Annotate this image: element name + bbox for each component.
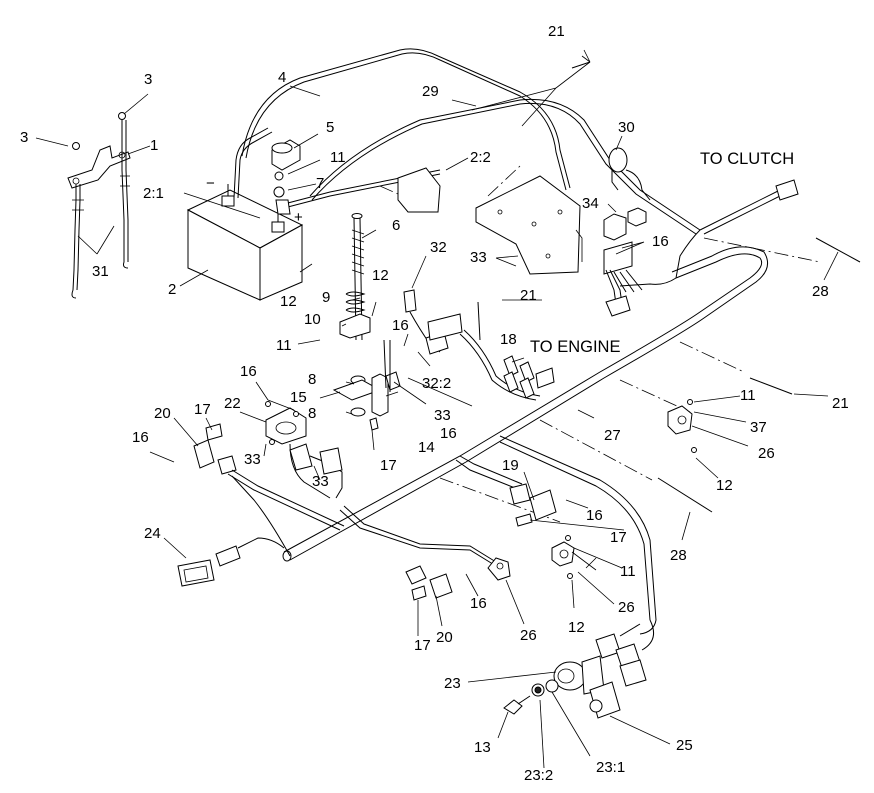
callout-27: 27 <box>604 427 621 444</box>
callout-34: 34 <box>582 195 599 212</box>
callout-11c: 11 <box>740 387 756 404</box>
callout-16a: 16 <box>240 363 257 380</box>
callout-8b: 8 <box>308 405 316 422</box>
part-2-2-cover-plate <box>397 167 441 213</box>
callout-21a: 21 <box>548 23 565 40</box>
mounting-bracket-panel <box>475 165 643 317</box>
callout-29: 29 <box>422 83 439 100</box>
part-25-switch <box>589 681 621 719</box>
callout-28a: 28 <box>812 283 829 300</box>
part-24-lamp <box>177 537 285 587</box>
harness-loop-4-29 <box>241 48 701 235</box>
part-30-horn <box>608 147 651 201</box>
callout-21b: 21 <box>520 287 537 304</box>
callout-17c: 17 <box>610 529 627 546</box>
callout-12b: 12 <box>372 267 389 284</box>
callout-21c: 21 <box>832 395 849 412</box>
callout-17a: 17 <box>194 401 211 418</box>
callout-2: 2 <box>168 281 176 298</box>
callout-12c: 12 <box>716 477 733 494</box>
callout-4: 4 <box>278 69 286 86</box>
callout-32-2: 32:2 <box>422 375 451 392</box>
callout-14: 14 <box>418 439 435 456</box>
callout-28b: 28 <box>670 547 687 564</box>
cable-ties <box>477 61 861 513</box>
callout-33d: 33 <box>312 473 329 490</box>
callout-10: 10 <box>304 311 321 328</box>
callout-16e: 16 <box>652 233 669 250</box>
callout-17d: 17 <box>414 637 431 654</box>
callout-33c: 33 <box>244 451 261 468</box>
callout-23: 23 <box>444 675 461 692</box>
leader-lines <box>35 85 839 769</box>
callout-24: 24 <box>144 525 161 542</box>
callout-22: 22 <box>224 395 241 412</box>
callout-25: 25 <box>676 737 693 754</box>
callout-23-1: 23:1 <box>596 759 625 776</box>
part-13-key <box>503 695 531 715</box>
callout-26a: 26 <box>758 445 775 462</box>
callout-31: 31 <box>92 263 109 280</box>
callout-17b: 17 <box>380 457 397 474</box>
callout-8a: 8 <box>308 371 316 388</box>
part-2-battery <box>186 184 304 301</box>
callout-6: 6 <box>392 217 400 234</box>
part-26-clip-lower <box>551 535 575 579</box>
battery-cables <box>233 127 441 215</box>
callout-5: 5 <box>326 119 334 136</box>
callout-23-2: 23:2 <box>524 767 553 784</box>
callout-20b: 20 <box>436 629 453 646</box>
part-23-key-switch <box>531 655 605 697</box>
callout-2-1: 2:1 <box>143 185 164 202</box>
callout-3b: 3 <box>144 71 152 88</box>
callout-18: 18 <box>500 331 517 348</box>
callout-16b: 16 <box>132 429 149 446</box>
callout-16d: 16 <box>440 425 457 442</box>
callout-labels: 1 2 2:1 2:2 3 3 4 5 6 7 8 8 9 10 11 11 1… <box>20 23 849 784</box>
callout-9: 9 <box>322 289 330 306</box>
callout-11b: 11 <box>276 337 292 354</box>
callout-13: 13 <box>474 739 491 756</box>
callout-20a: 20 <box>154 405 171 422</box>
callout-11d: 11 <box>620 563 636 580</box>
callout-3a: 3 <box>20 129 28 146</box>
callout-19: 19 <box>502 457 519 474</box>
part-6-bolt-assembly <box>332 213 401 431</box>
part-34-relay <box>603 207 647 241</box>
callout-2-2: 2:2 <box>470 149 491 166</box>
callout-11a: 11 <box>330 149 346 166</box>
battery-negative-sign: − <box>206 175 215 192</box>
part-20-switch-left <box>193 423 345 531</box>
part-18-connectors <box>503 355 555 399</box>
callout-7: 7 <box>316 175 324 192</box>
callout-16g: 16 <box>470 595 487 612</box>
callout-1: 1 <box>150 137 158 154</box>
callout-12a: 12 <box>280 293 297 310</box>
part-22-switch-plate <box>265 401 343 499</box>
note-to-engine: TO ENGINE <box>530 338 620 356</box>
part-19-connector <box>509 483 557 527</box>
callout-30: 30 <box>618 119 635 136</box>
note-to-clutch: TO CLUTCH <box>700 150 794 168</box>
callout-16f: 16 <box>586 507 603 524</box>
callout-26b: 26 <box>618 599 635 616</box>
callout-33b: 33 <box>434 407 451 424</box>
connectors-23-25 <box>595 619 655 687</box>
callout-32: 32 <box>430 239 447 256</box>
callout-15: 15 <box>290 389 307 406</box>
battery-positive-sign: + <box>294 209 303 226</box>
main-harness-27 <box>231 179 799 635</box>
callout-12d: 12 <box>568 619 585 636</box>
callout-16c: 16 <box>392 317 409 334</box>
callout-33a: 33 <box>470 249 487 266</box>
callout-26c: 26 <box>520 627 537 644</box>
part-26-clip-upper <box>667 399 697 453</box>
part-31-rods-and-bracket <box>67 112 131 299</box>
callout-37: 37 <box>750 419 767 436</box>
part-20-switch-bottom <box>405 557 511 601</box>
